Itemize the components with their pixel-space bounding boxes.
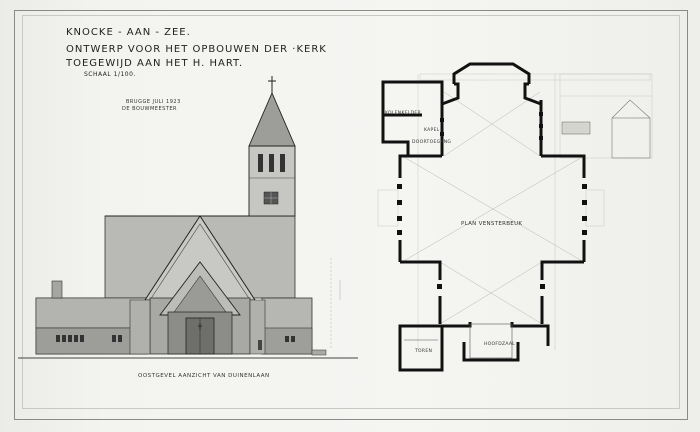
title-location: KNOCKE - AAN - ZEE. — [66, 27, 191, 38]
spire — [248, 91, 296, 147]
date-note: BRUGGE JULI 1923 — [126, 99, 181, 105]
aisle-windows — [56, 335, 122, 342]
architect-note: DE BOUWMEESTER — [122, 106, 177, 112]
title-project: ONTWERP VOOR HET OPBOUWEN DER ·KERK — [66, 44, 327, 55]
plan-label-porch: HOOFDZAAL — [484, 342, 516, 347]
elevation-caption: OOSTGEVEL AANZICHT VAN DUINENLAAN — [138, 373, 270, 379]
plan-label-nave: PLAN VENSTERBEUK — [461, 221, 523, 227]
title-scale: SCHAAL 1/100. — [84, 71, 136, 78]
chimney — [51, 280, 63, 299]
belfry-openings — [258, 154, 285, 172]
plan-label-tower: TOREN — [415, 349, 433, 354]
pillars — [397, 112, 587, 289]
outer-border — [14, 10, 688, 420]
plan-label-stair: DOORTOEGANG — [412, 140, 452, 145]
plan-label-chapel: KAPEL — [424, 128, 440, 133]
plan-label-sacristy: KOLENKELDER — [385, 111, 421, 116]
title-dedication: TOEGEWIJD AAN HET H. HART. — [66, 58, 244, 69]
inner-border — [22, 15, 680, 409]
